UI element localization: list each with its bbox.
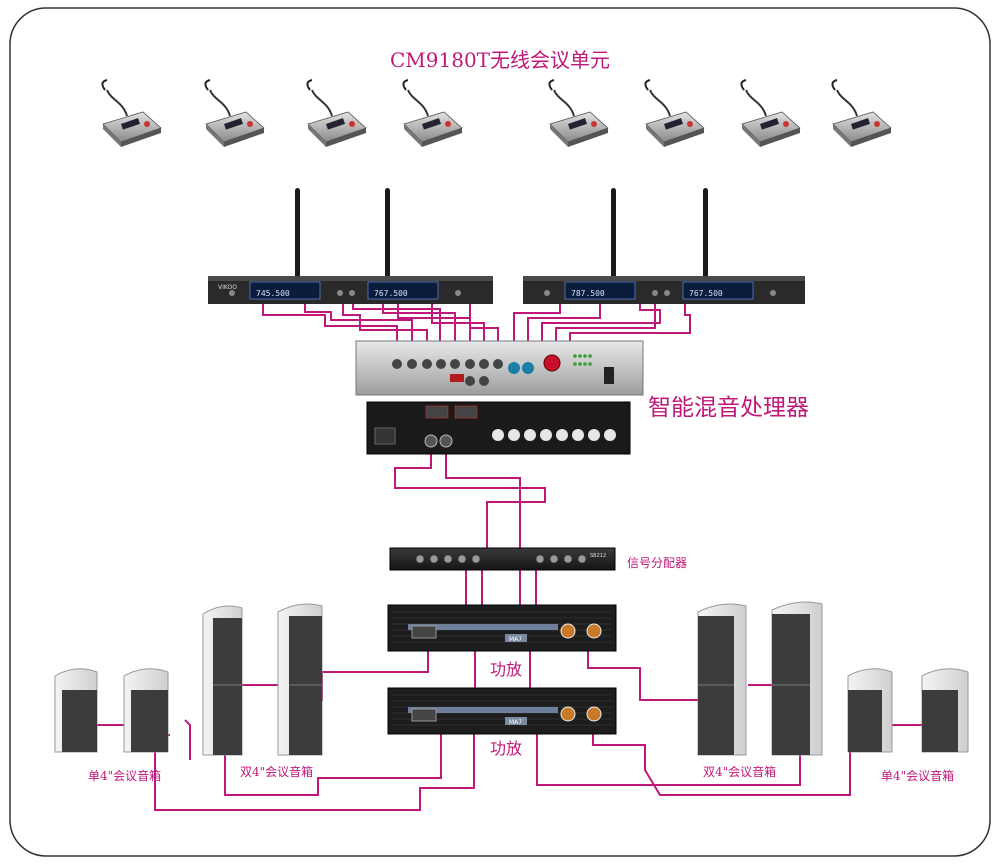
receiver-display: 787.500: [571, 289, 605, 298]
conference-unit: [101, 79, 162, 147]
conference-unit: [831, 79, 892, 147]
splitter-model: SB212: [590, 553, 606, 559]
speaker-label: 单4"会议音箱: [88, 769, 162, 783]
speaker-label: 双4"会议音箱: [240, 765, 314, 779]
power-amplifier: MA7: [387, 687, 617, 735]
conference-unit: [548, 79, 609, 147]
speaker-double: [202, 603, 323, 756]
conference-unit: [644, 79, 705, 147]
power-amplifier: MA7: [387, 604, 617, 652]
splitter-label: 信号分配器: [627, 556, 688, 570]
conference-unit: [204, 79, 265, 147]
wireless-receiver: 787.500 767.500: [523, 188, 805, 304]
amplifier-label: 功放: [490, 739, 523, 758]
receiver-brand: VIKOO: [218, 284, 237, 291]
conference-units: [101, 79, 892, 147]
speaker-single: [54, 668, 169, 753]
amplifier-label: 功放: [490, 660, 523, 679]
speaker-double: [697, 601, 823, 756]
antenna-icon: [703, 188, 708, 278]
speaker-label: 双4"会议音箱: [703, 765, 777, 779]
mixer-label: 智能混音处理器: [648, 395, 809, 421]
antenna-icon: [385, 188, 390, 278]
antenna-icon: [611, 188, 616, 278]
conference-unit: [306, 79, 367, 147]
antenna-icon: [295, 188, 300, 278]
speaker-single: [847, 668, 969, 753]
amp-model: MA7: [509, 719, 522, 726]
receiver-display: 745.500: [256, 289, 290, 298]
receiver-display: 767.500: [374, 289, 408, 298]
mixer-front-panel: [355, 340, 644, 396]
diagram-frame: [9, 7, 991, 857]
amp-model: MA7: [509, 636, 522, 643]
speaker-label: 单4"会议音箱: [881, 769, 955, 783]
signal-splitter: SB212: [389, 547, 616, 571]
diagram-title: CM9180T无线会议单元: [389, 48, 611, 72]
mixer-rear-panel: [366, 401, 631, 455]
conference-unit: [740, 79, 801, 147]
wireless-receiver: VIKOO 745.500 767.500: [208, 188, 493, 304]
receiver-display: 767.500: [689, 289, 723, 298]
conference-unit: [402, 79, 463, 147]
power-socket: [374, 427, 396, 445]
